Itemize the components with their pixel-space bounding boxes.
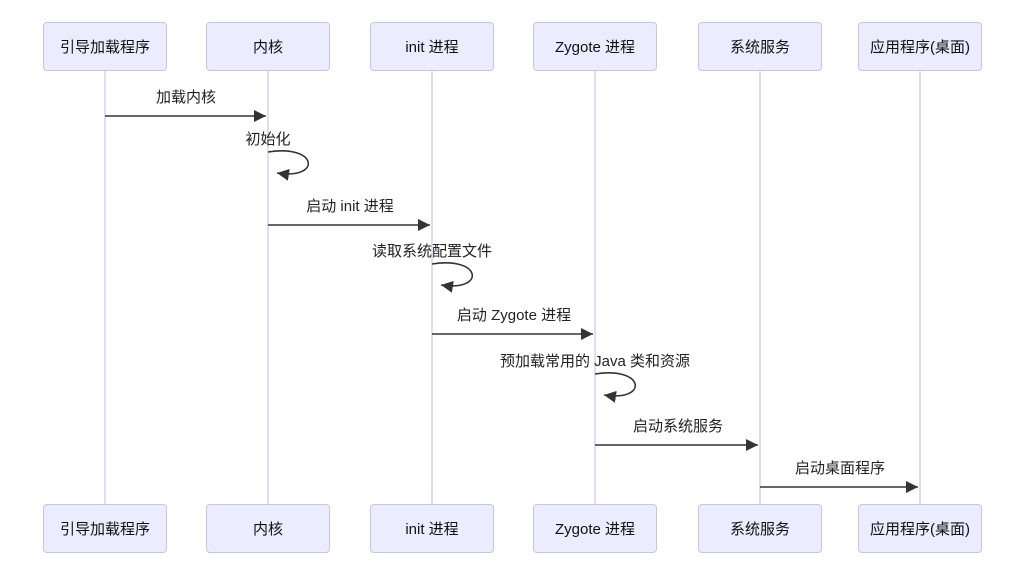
participant-box-bootloader-top: 引导加载程序 xyxy=(43,22,167,71)
message-label-load-kernel: 加载内核 xyxy=(155,89,217,106)
participant-box-desktop-app-top: 应用程序(桌面) xyxy=(858,22,982,71)
participant-box-zygote-top: Zygote 进程 xyxy=(533,22,657,71)
participant-box-init-top: init 进程 xyxy=(370,22,494,71)
self-loop-init-read-config xyxy=(431,262,473,293)
participant-box-system-services-top: 系统服务 xyxy=(698,22,822,71)
participant-box-zygote-bottom: Zygote 进程 xyxy=(533,504,657,553)
participant-box-bootloader-bottom: 引导加载程序 xyxy=(43,504,167,553)
message-label-read-config: 读取系统配置文件 xyxy=(371,243,493,260)
participant-box-system-services-bottom: 系统服务 xyxy=(698,504,822,553)
message-label-start-init: 启动 init 进程 xyxy=(306,198,394,215)
self-loop-kernel-init xyxy=(267,150,309,181)
message-label-preload-java: 预加载常用的 Java 类和资源 xyxy=(499,353,691,370)
participant-box-init-bottom: init 进程 xyxy=(370,504,494,553)
message-label-start-desktop: 启动桌面程序 xyxy=(794,460,886,477)
self-loop-zygote-preload xyxy=(594,372,636,403)
message-label-start-zygote: 启动 Zygote 进程 xyxy=(456,307,572,324)
message-label-initialize: 初始化 xyxy=(245,131,291,148)
participant-box-desktop-app-bottom: 应用程序(桌面) xyxy=(858,504,982,553)
participant-box-kernel-top: 内核 xyxy=(206,22,330,71)
participant-box-kernel-bottom: 内核 xyxy=(206,504,330,553)
message-label-start-system-services: 启动系统服务 xyxy=(632,418,724,435)
